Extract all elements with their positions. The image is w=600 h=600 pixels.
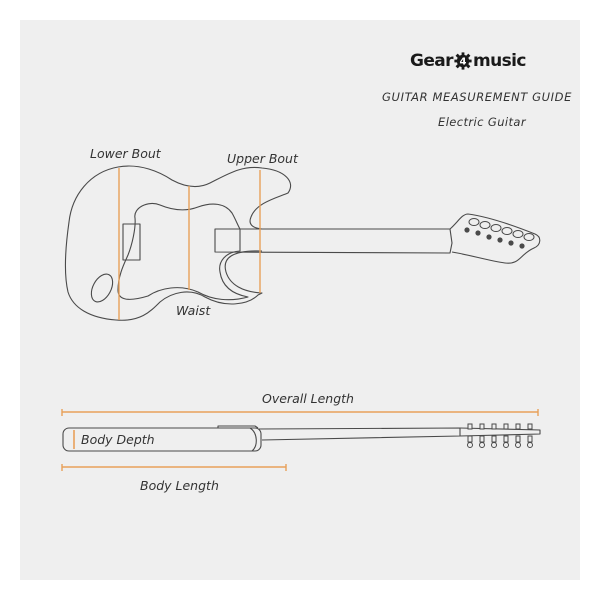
- overall-length-label: Overall Length: [262, 391, 354, 406]
- waist-label: Waist: [176, 303, 211, 318]
- guitar-body-outline: [64, 166, 263, 321]
- pickguard: [117, 202, 249, 301]
- guitar-side-view: [62, 425, 541, 452]
- side-body-inner: [249, 427, 257, 452]
- guide-panel: [20, 20, 580, 580]
- side-headstock: [459, 427, 541, 437]
- tuning-pegs-front: [468, 218, 535, 241]
- brand-logo: Gear 4 music: [410, 48, 545, 74]
- side-body: [62, 427, 262, 452]
- body-length-label: Body Length: [140, 478, 219, 493]
- logo-text-right: music: [472, 51, 526, 71]
- logo-text-number: 4: [459, 57, 466, 68]
- upper-bout-label: Upper Bout: [227, 151, 299, 166]
- tuning-pegs-side: [467, 423, 533, 448]
- guitar-front-view: [64, 165, 541, 321]
- gear-icon: 4: [454, 52, 472, 70]
- tuner-posts-front: [464, 227, 525, 249]
- lower-bout-label: Lower Bout: [90, 146, 162, 161]
- body-depth-label: Body Depth: [81, 432, 155, 447]
- pickup: [122, 223, 141, 261]
- guide-subtitle: Electric Guitar: [438, 115, 526, 129]
- headstock: [449, 213, 541, 264]
- front-measure-lines: [118, 168, 261, 320]
- side-body-top-edge: [217, 425, 259, 429]
- guitar-body-top: [117, 165, 292, 230]
- overall-length-bracket: [61, 409, 539, 416]
- guitar-neck: [214, 228, 453, 254]
- guide-title: GUITAR MEASUREMENT GUIDE: [382, 90, 572, 104]
- body-length-bracket: [61, 464, 287, 471]
- control-cavity: [90, 273, 114, 303]
- side-neck: [257, 427, 461, 441]
- logo-text-left: Gear: [410, 51, 454, 71]
